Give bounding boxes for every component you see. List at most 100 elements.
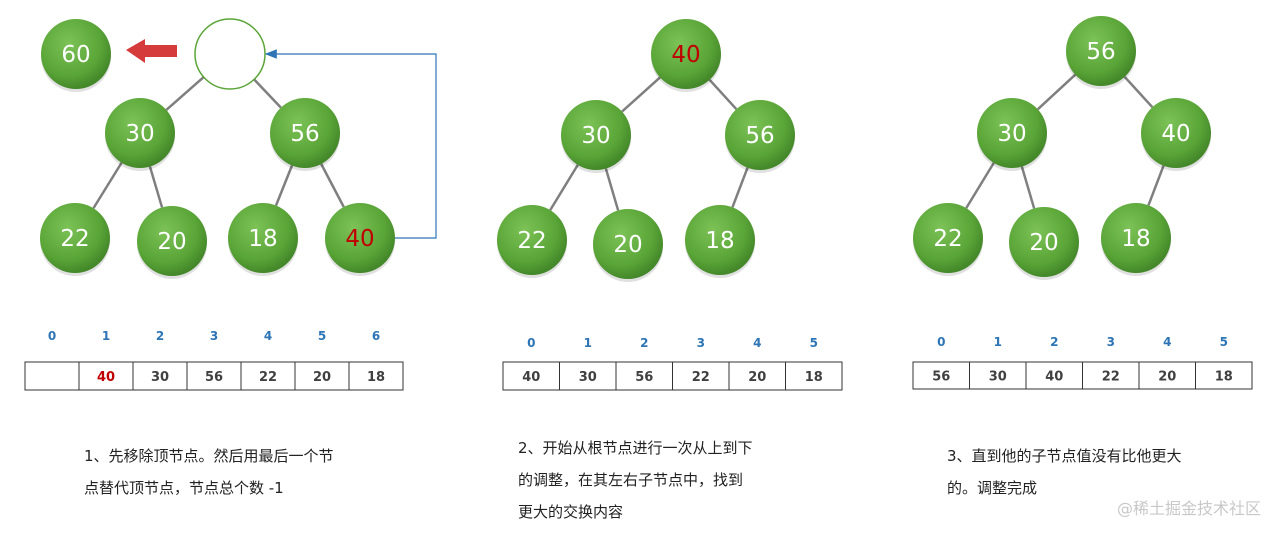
caption-2-line-2: 的调整，在其左右子节点中，找到 <box>518 471 744 489</box>
array-cell-p2-3 <box>672 361 730 391</box>
tree-node-p1-5: 18 <box>228 203 298 276</box>
array-cell-p1-6 <box>348 361 404 391</box>
red-left-arrow-icon <box>126 39 177 63</box>
array-cell-p1-4 <box>240 361 296 391</box>
array-index-p3-3: 3 <box>1107 335 1115 349</box>
tree-node-p3-0-label: 56 <box>1086 39 1115 65</box>
array-index-p1-4: 4 <box>264 329 272 343</box>
array-value-p2-2: 56 <box>635 370 653 385</box>
caption-3-line-1: 3、直到他的子节点值没有比他更大 <box>947 447 1182 465</box>
tree-node-p1-3: 22 <box>40 203 110 276</box>
removed-node-circle <box>41 19 111 89</box>
tree-node-p1-1-circle <box>105 98 175 168</box>
tree-edge-p2-2 <box>549 164 579 211</box>
tree-node-p3-2: 40 <box>1141 98 1211 171</box>
tree-node-p2-5-label: 18 <box>705 228 734 254</box>
array-value-p3-1: 30 <box>989 370 1007 385</box>
tree-node-p3-2-label: 40 <box>1161 121 1190 147</box>
tree-node-p3-4-label: 20 <box>1029 230 1058 256</box>
removed-node-label: 60 <box>61 42 90 68</box>
caption-1-line-1: 1、先移除顶节点。然后用最后一个节 <box>84 447 334 465</box>
caption-1: 1、先移除顶节点。然后用最后一个节 点替代顶节点，节点总个数 -1 <box>84 440 384 504</box>
tree-node-p2-0-circle <box>651 19 721 89</box>
removed-node: 60 <box>41 19 111 92</box>
array-index-p3-5: 5 <box>1220 335 1228 349</box>
array-value-p2-0: 40 <box>522 370 540 385</box>
tree-edge-p3-3 <box>1020 166 1036 209</box>
tree-edge-p3-0 <box>1036 73 1077 111</box>
tree-edge-p3-1 <box>1123 75 1154 109</box>
array-index-p2-4: 4 <box>753 336 761 350</box>
watermark: @稀土掘金技术社区 <box>1116 499 1261 518</box>
tree-node-p3-1-label: 30 <box>997 121 1026 147</box>
tree-node-p2-2: 56 <box>725 100 795 173</box>
tree-node-p2-2-circle <box>725 100 795 170</box>
tree-node-p2-1: 30 <box>561 100 631 173</box>
tree-node-p3-0: 56 <box>1066 16 1136 89</box>
tree-edge-p2-0 <box>621 76 661 113</box>
tree-node-p1-6-circle <box>325 203 395 273</box>
array-cell-p2-2 <box>615 361 673 391</box>
array-index-p1-6: 6 <box>372 329 380 343</box>
tree-node-p1-6: 40 <box>325 203 395 276</box>
tree-node-p2-1-circle <box>561 100 631 170</box>
tree-node-p2-4-label: 20 <box>613 232 642 258</box>
array-index-p1-1: 1 <box>102 329 110 343</box>
tree-edge-p3-2 <box>965 162 995 209</box>
tree-node-p2-2-label: 56 <box>745 123 774 149</box>
tree-edge-p2-3 <box>604 168 620 211</box>
tree-edge-p1-2 <box>92 162 123 209</box>
array-cell-p3-2 <box>1025 361 1083 390</box>
array-cell-p2-5 <box>785 361 843 391</box>
tree-node-p2-4-circle <box>593 209 663 279</box>
tree-edge-p1-1 <box>253 78 282 109</box>
array-cell-p3-5 <box>1195 361 1253 390</box>
array-index-p2-0: 0 <box>527 336 535 350</box>
array-value-p3-2: 40 <box>1045 370 1063 385</box>
array-value-p1-1: 40 <box>97 370 115 385</box>
tree-node-p1-4-label: 20 <box>157 229 186 255</box>
tree-node-p3-5-circle <box>1101 203 1171 273</box>
caption-2: 2、开始从根节点进行一次从上到下 的调整，在其左右子节点中，找到 更大的交换内容 <box>518 432 818 528</box>
tree-edge-p2-4 <box>731 167 749 208</box>
array-index-p3-0: 0 <box>937 335 945 349</box>
tree-edge-p1-5 <box>320 163 345 208</box>
array-value-p3-0: 56 <box>932 370 950 385</box>
array-value-p2-1: 30 <box>579 370 597 385</box>
array-value-p2-3: 22 <box>692 370 710 385</box>
tree-node-p1-2: 56 <box>270 98 340 171</box>
tree-node-p1-2-label: 56 <box>290 121 319 147</box>
array-index-p3-1: 1 <box>994 335 1002 349</box>
tree-node-p1-5-label: 18 <box>248 226 277 252</box>
tree-node-p3-3-label: 22 <box>933 226 962 252</box>
tree-edge-p1-4 <box>274 165 294 206</box>
array-cell-p3-3 <box>1082 361 1140 390</box>
tree-node-p1-4: 20 <box>137 206 207 279</box>
array-cell-p3-0 <box>912 361 970 390</box>
array-cell-p1-0 <box>24 361 80 391</box>
tree-node-p3-5: 18 <box>1101 203 1171 276</box>
array-value-p2-5: 18 <box>805 370 823 385</box>
array-value-p3-4: 20 <box>1158 370 1176 385</box>
array-index-p2-2: 2 <box>640 336 648 350</box>
tree-node-p1-1: 30 <box>105 98 175 171</box>
array-value-p3-5: 18 <box>1215 370 1233 385</box>
array-value-p1-4: 22 <box>259 370 277 385</box>
empty-root-node-p1 <box>194 18 266 90</box>
tree-edge-p2-1 <box>708 78 738 111</box>
tree-node-p3-1: 30 <box>977 98 1047 171</box>
array-index-p2-1: 1 <box>584 336 592 350</box>
caption-3-line-2: 的。调整完成 <box>947 479 1038 497</box>
array-cell-p1-5 <box>294 361 350 391</box>
array-cell-p1-1 <box>78 361 134 391</box>
tree-node-p2-4: 20 <box>593 209 663 282</box>
caption-2-line-3: 更大的交换内容 <box>518 503 624 521</box>
array-cell-p1-3 <box>186 361 242 391</box>
array-index-p1-3: 3 <box>210 329 218 343</box>
tree-edge-p1-0 <box>165 76 205 111</box>
tree-node-p1-6-label: 40 <box>345 226 374 252</box>
array-value-p1-6: 18 <box>367 370 385 385</box>
array-index-p3-4: 4 <box>1163 335 1171 349</box>
tree-node-p2-0-label: 40 <box>671 42 700 68</box>
tree-node-p1-3-label: 22 <box>60 226 89 252</box>
